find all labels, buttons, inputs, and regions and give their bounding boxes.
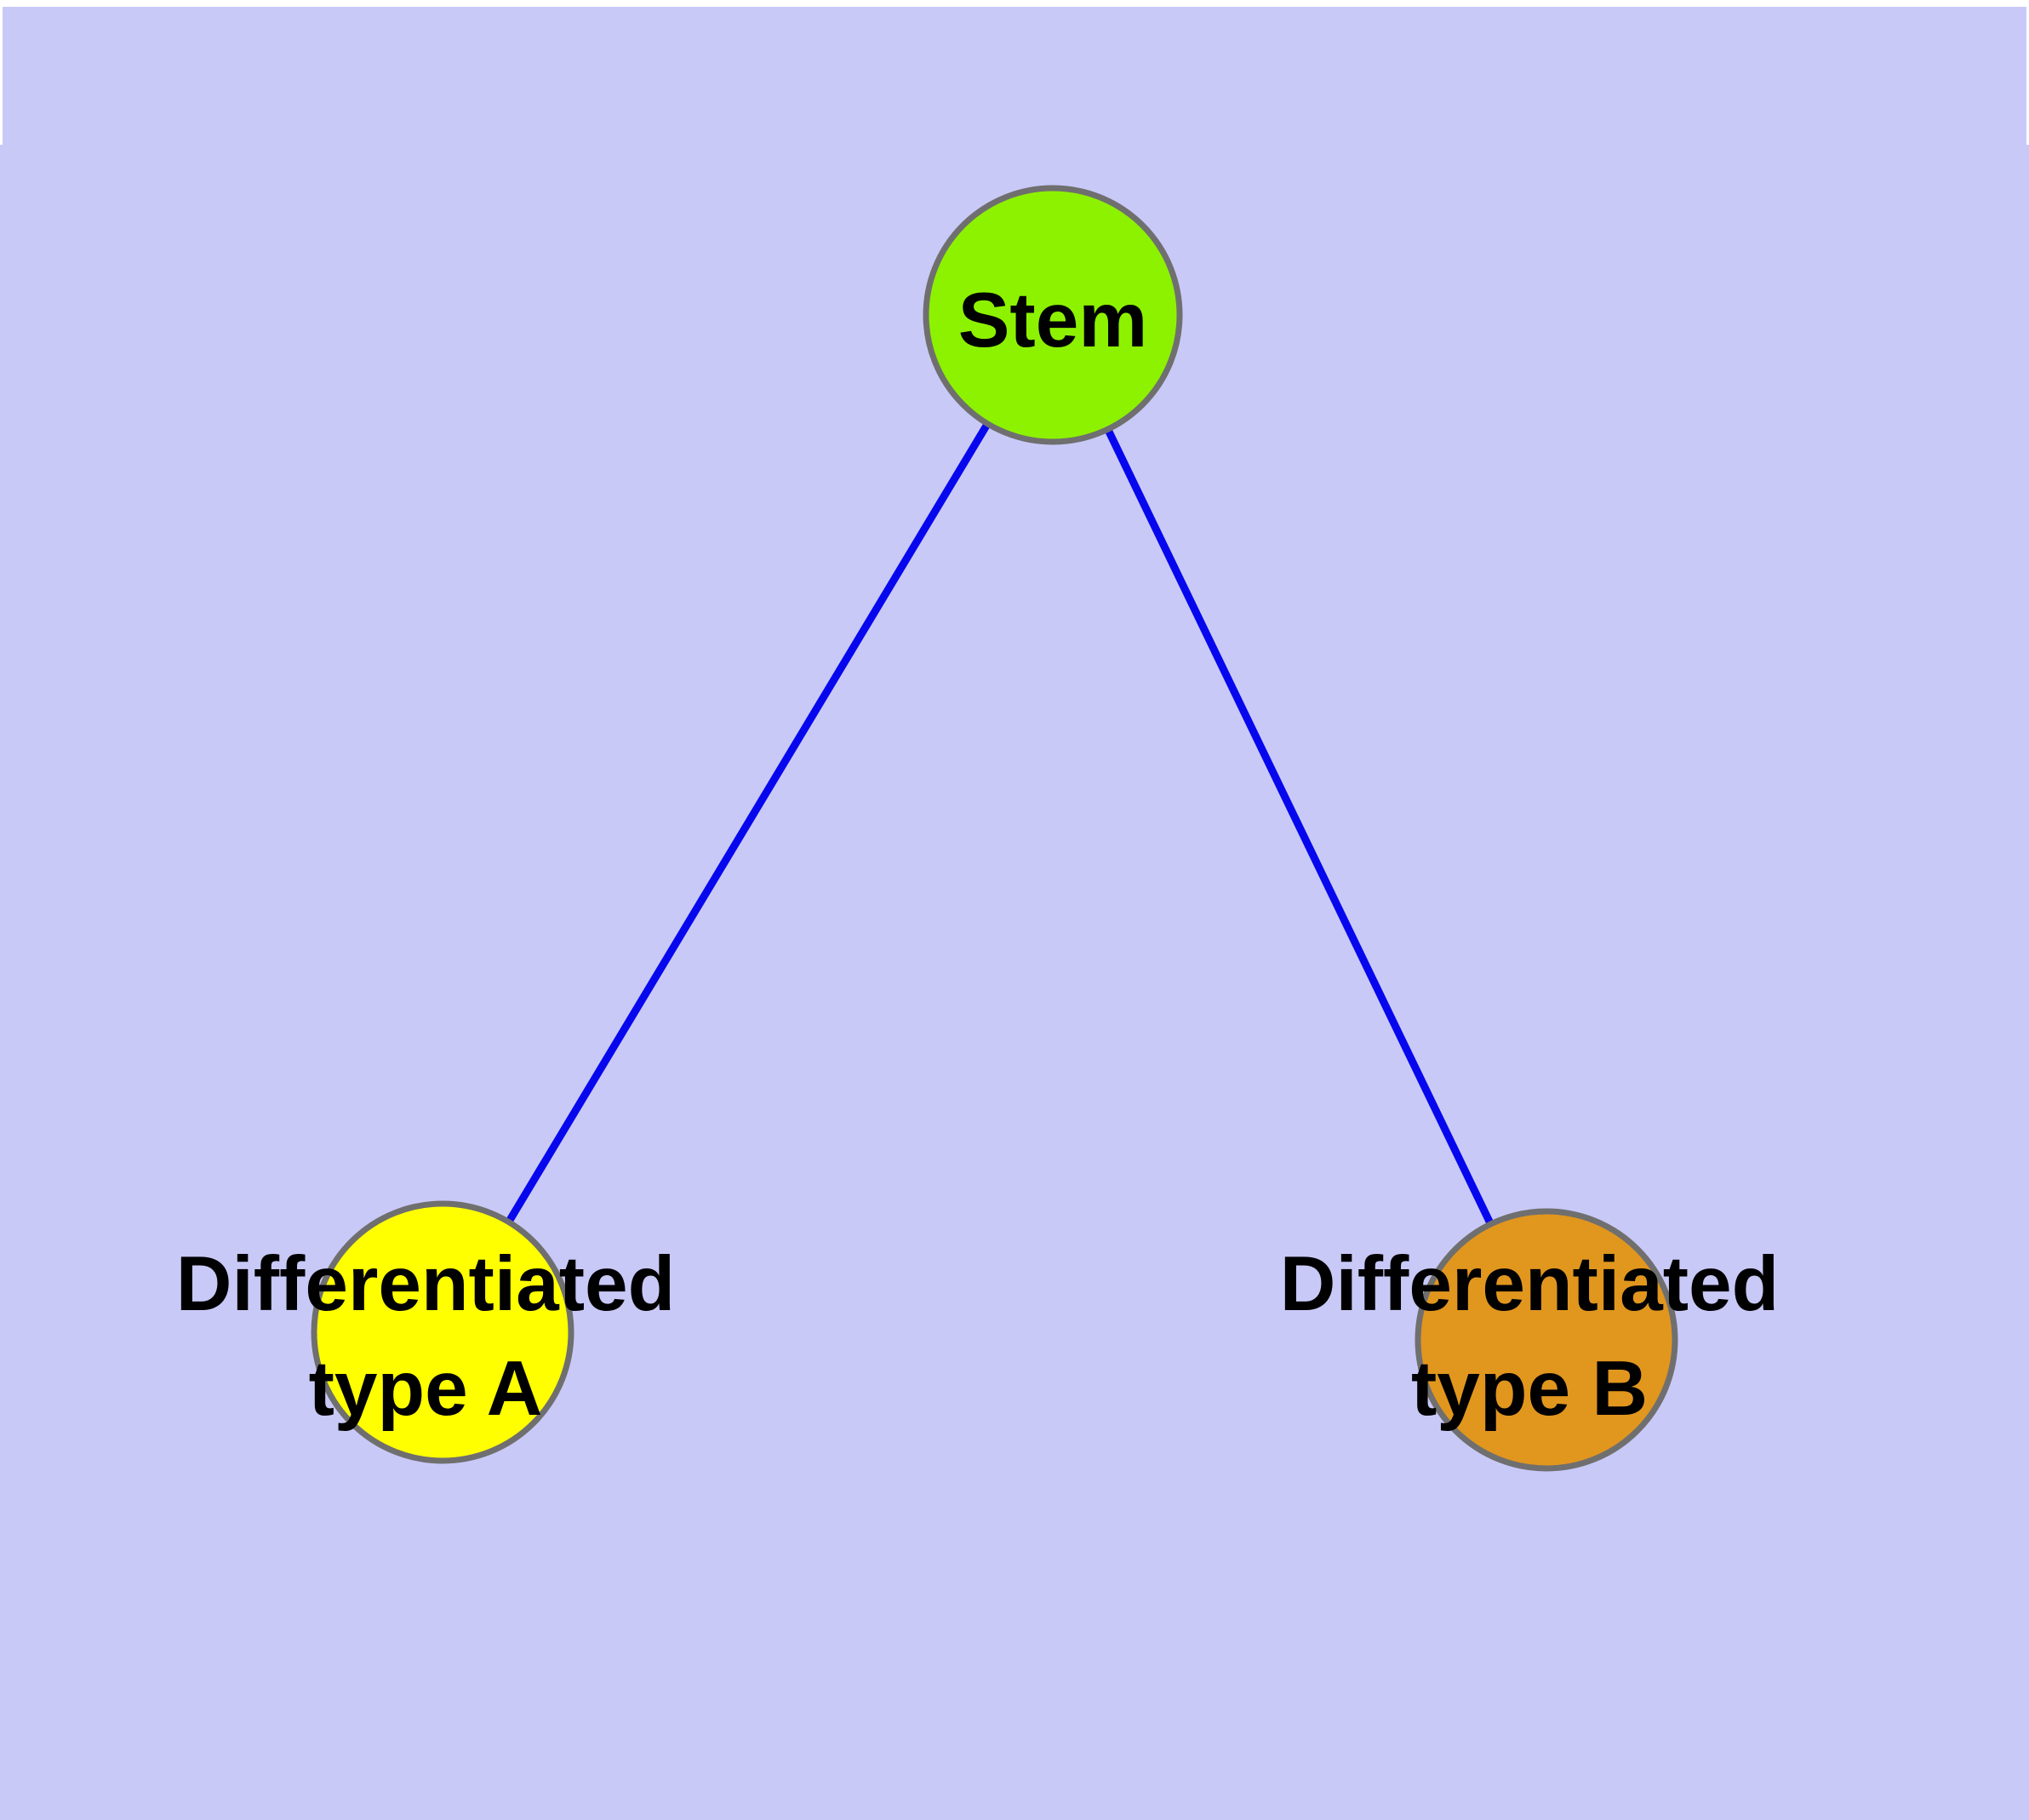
node-type-a-circle bbox=[311, 1200, 574, 1464]
edge-stem-to-type-b bbox=[1049, 313, 1551, 1342]
edge-stem-to-type-a bbox=[439, 312, 1056, 1335]
frame-right-margin bbox=[2026, 0, 2029, 145]
node-stem-circle bbox=[923, 185, 1183, 445]
frame-left-margin bbox=[0, 0, 3, 145]
frame-top-margin bbox=[0, 0, 2029, 7]
node-type-b-circle bbox=[1415, 1208, 1678, 1472]
